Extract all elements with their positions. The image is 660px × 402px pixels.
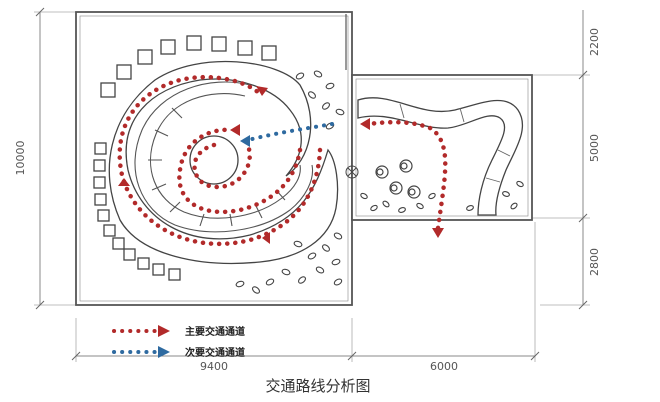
dim-bottom-left: 9400 <box>200 360 228 373</box>
primary-route-arrows <box>118 86 444 244</box>
legend-secondary: 次要交通通道 <box>112 346 245 359</box>
left-dimension: 10000 <box>14 7 78 310</box>
diagram-title: 交通路线分析图 <box>265 377 370 395</box>
dim-bottom-right: 6000 <box>430 360 458 373</box>
legend-primary: 主要交通通道 <box>112 325 245 338</box>
scattered-stones-main <box>235 70 345 294</box>
spiral-display-band <box>134 81 314 233</box>
display-blocks <box>93 35 277 281</box>
scattered-stones-annex <box>360 180 524 213</box>
annex-wavy-walkway <box>357 97 524 216</box>
dim-right-middle: 5000 <box>588 134 601 162</box>
central-circle <box>189 135 239 185</box>
secondary-route <box>246 122 334 142</box>
dim-right-top: 2200 <box>588 28 601 56</box>
dim-left-total: 10000 <box>14 141 27 176</box>
annex-round-objects <box>375 159 421 199</box>
secondary-route-arrow <box>240 135 250 147</box>
right-dimension: 2200 5000 2800 <box>530 10 601 310</box>
annex-walkway-hatching <box>399 103 511 183</box>
column-symbol <box>345 165 359 179</box>
legend-primary-label: 主要交通通道 <box>185 325 245 338</box>
bottom-dimension: 9400 6000 <box>71 222 540 373</box>
legend-secondary-label: 次要交通通道 <box>185 346 245 359</box>
primary-route <box>117 74 448 246</box>
legend: 主要交通通道 次要交通通道 <box>112 325 245 359</box>
dim-right-bottom: 2800 <box>588 248 601 276</box>
